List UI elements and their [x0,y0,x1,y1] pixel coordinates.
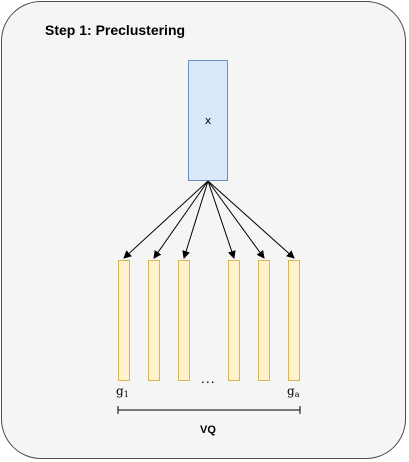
first-group-label: g1 [116,384,129,399]
arrow-to-group-5 [207,180,265,259]
group-ellipsis: ... [201,370,216,386]
arrow-to-group-3 [182,180,209,259]
group-bar-5 [258,260,270,381]
input-vector-box: x [188,60,228,181]
vq-span-label: VQ [200,424,216,436]
input-vector-label: x [204,114,212,127]
diagram-title: Step 1: Preclustering [45,22,186,38]
group-bar-1 [118,260,130,381]
group-bar-6 [288,260,300,381]
arrow-to-group-4 [207,180,236,259]
arrow-to-group-2 [153,180,209,259]
group-bar-4 [228,260,240,381]
arrow-to-group-1 [123,180,209,259]
arrow-to-group-6 [207,180,295,259]
last-group-label: ga [287,384,300,399]
group-bar-3 [178,260,190,381]
group-bar-2 [148,260,160,381]
